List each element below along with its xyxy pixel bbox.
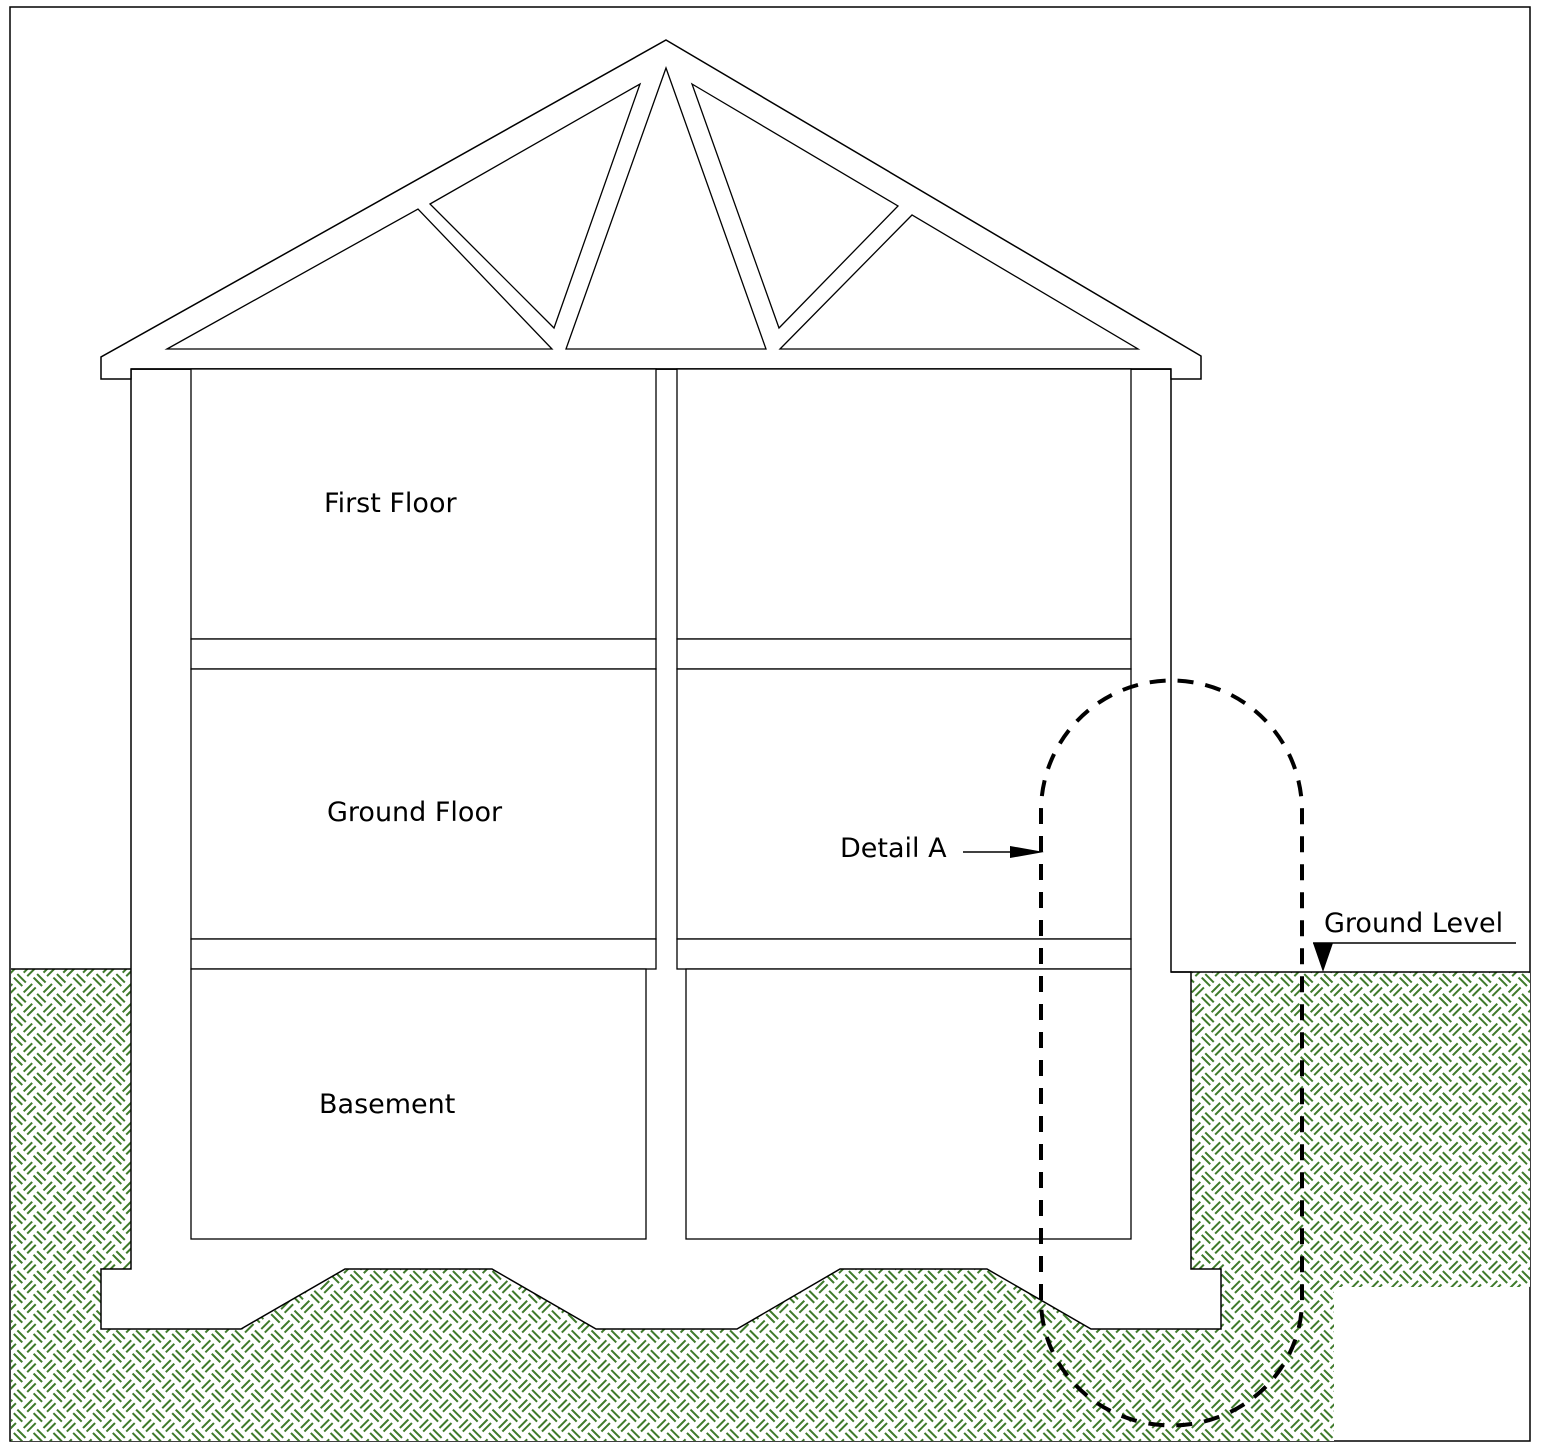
arrow-right-icon [963,846,1044,858]
floor-slab-first-right [676,638,1132,670]
room-ground-floor-left [190,668,657,940]
room-first-floor-left [190,368,657,640]
label-ground-level: Ground Level [1324,908,1503,939]
floor-slab-ground-left [190,938,657,970]
label-ground-floor: Ground Floor [327,797,503,828]
label-detail-a: Detail A [840,833,947,864]
floor-slab-first-left [190,638,657,670]
label-basement: Basement [319,1089,455,1120]
room-basement-right [685,968,1132,1240]
truss-panel-3 [565,66,767,350]
truss-panel-5 [778,214,1141,350]
label-first-floor: First Floor [324,488,457,519]
room-ground-floor-right [676,668,1132,940]
triangle-down-icon [1313,942,1516,972]
truss-panel-4 [690,82,900,330]
floor-slab-ground-right [676,938,1132,970]
truss-panel-1 [164,208,554,350]
detail-a-outline [1039,678,1304,1428]
truss-panel-2 [428,82,642,330]
room-first-floor-right [676,368,1132,640]
room-basement-left [190,968,647,1240]
